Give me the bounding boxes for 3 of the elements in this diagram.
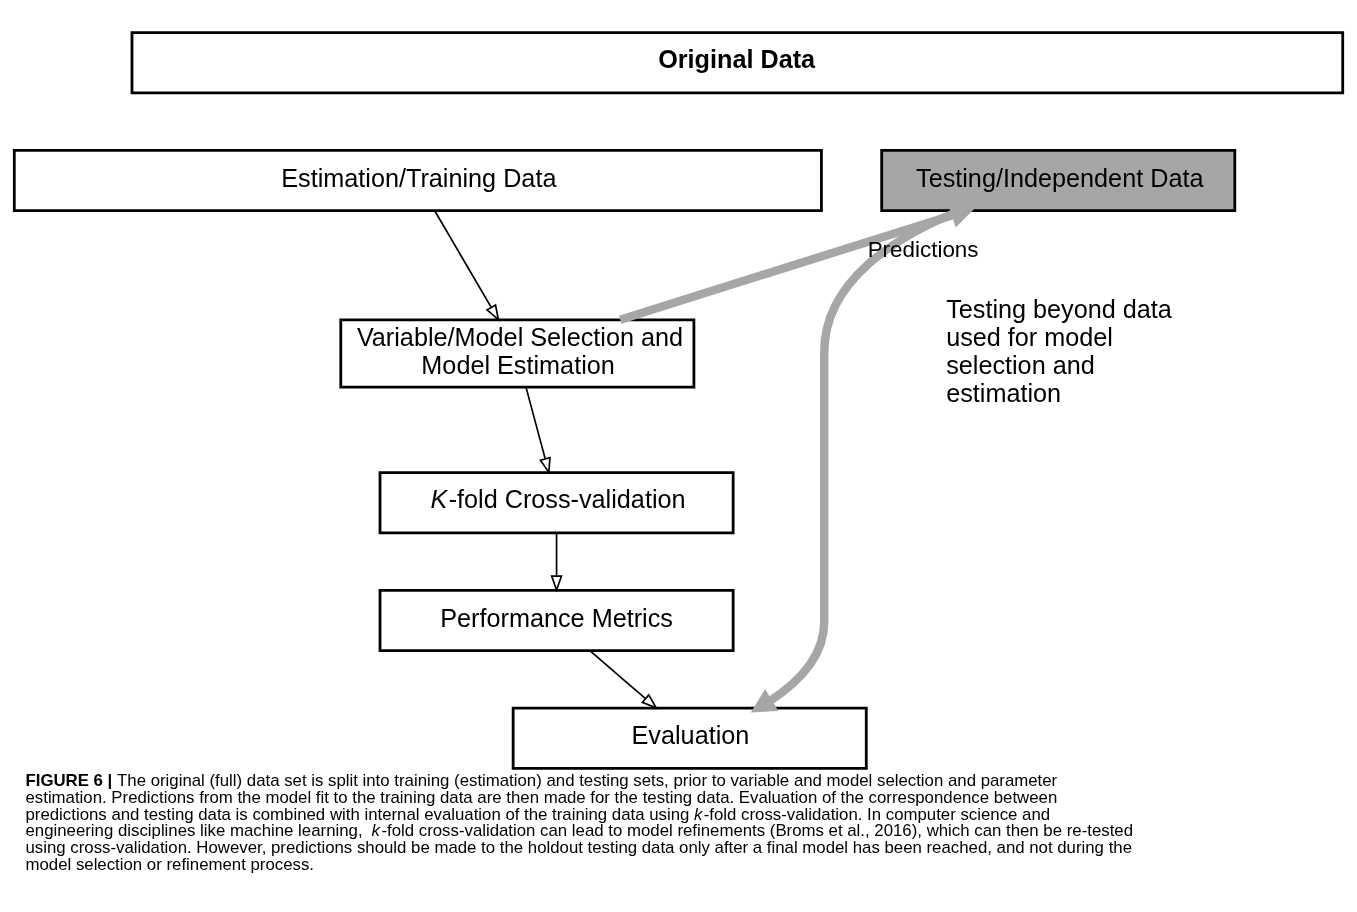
caption: FIGURE 6 | The original (full) data set is split into training (estimation) and testing sets, prior to variable and model selection and parameter estimation. Predictions from the model fit to the training data are then made for the testing data. Evaluation of the correspondence between predictions and testing data is combined with internal evaluation of the training data using k-fold cross-validation. In computer science and engineering disciplines like machine learning, k-fold cross-validation can lead to model refinements (Broms et al., 2016), which can then be re-tested using cross-validation. However, predictions should be made to the holdout testing data only after a final model has been reached, and not during the model selection or refinement process. [25, 770, 1133, 874]
label: Testing beyond data used for model selection and estimation [946, 294, 1172, 407]
edge-label: Predictions [867, 236, 979, 262]
